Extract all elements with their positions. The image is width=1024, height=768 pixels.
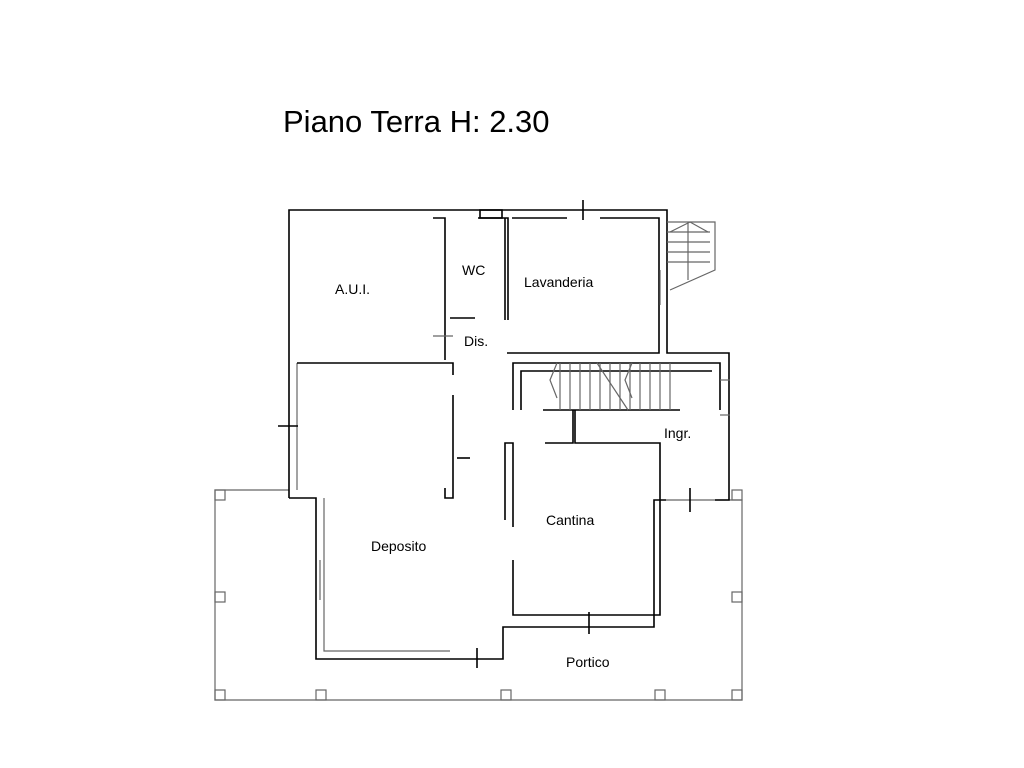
room-label-dis: Dis.	[464, 333, 489, 349]
outer-walls	[278, 200, 730, 668]
plan-title: Piano Terra H: 2.30	[283, 104, 550, 139]
room-label-aui: A.U.I.	[335, 281, 371, 297]
room-label-ingr: Ingr.	[664, 425, 692, 441]
exterior-stairs	[659, 221, 716, 305]
room-label-portico: Portico	[566, 654, 610, 670]
room-label-deposito: Deposito	[371, 538, 427, 554]
room-label-wc: WC	[462, 262, 486, 278]
room-label-lavanderia: Lavanderia	[524, 274, 594, 290]
portico-outline	[214, 489, 743, 701]
interior-stairs	[549, 362, 671, 411]
room-label-cantina: Cantina	[546, 512, 595, 528]
interior-walls	[297, 209, 730, 616]
